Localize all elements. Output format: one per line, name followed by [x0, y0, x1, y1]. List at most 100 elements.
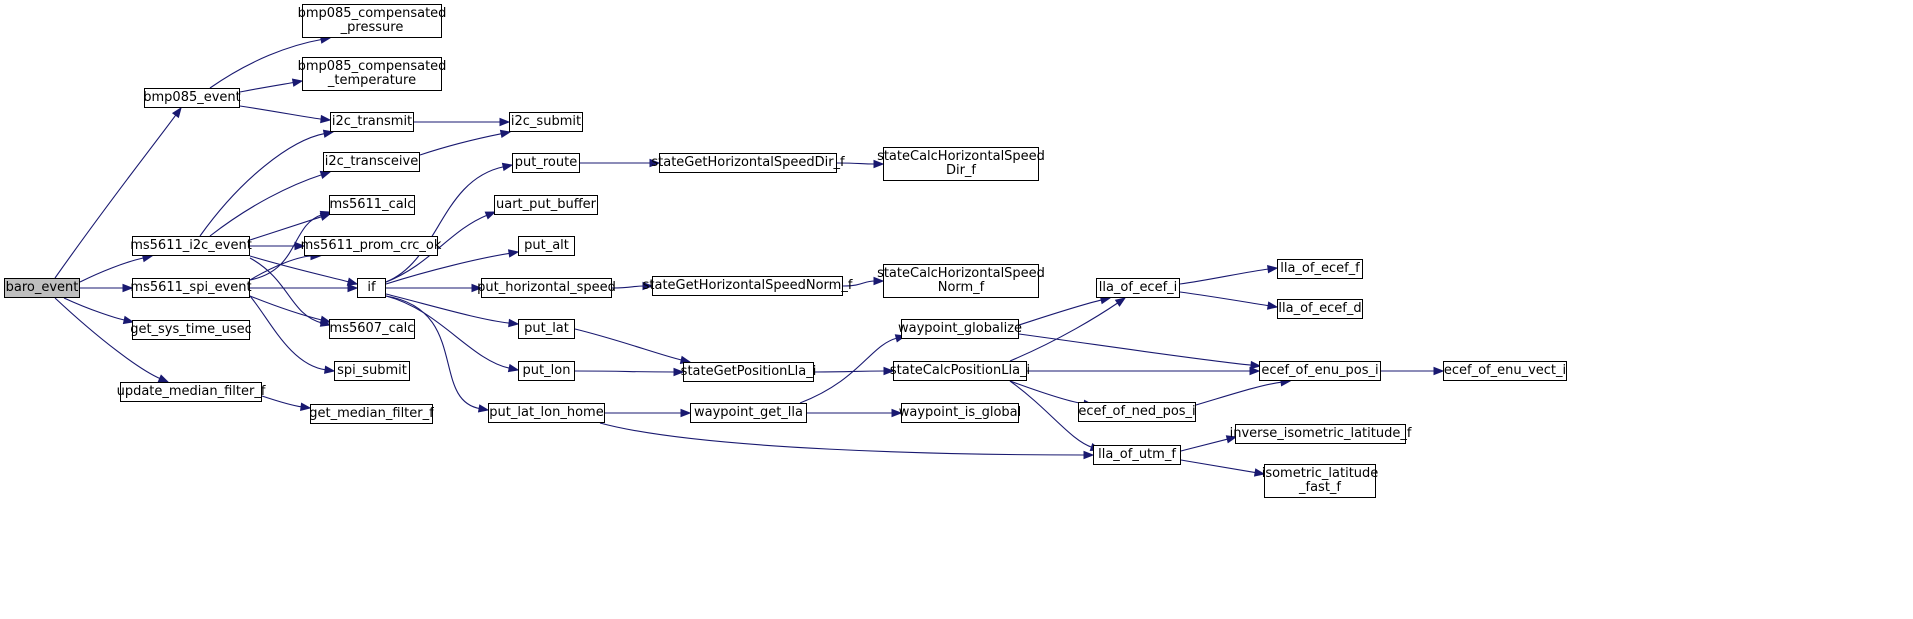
node-uart-put-buffer[interactable]: uart_put_buffer — [494, 195, 598, 215]
node-lla-of-ecef-f[interactable]: lla_of_ecef_f — [1277, 259, 1363, 279]
arrowhead-lla_of_utm_f-to-isometric_latitude_fast_f — [1253, 468, 1266, 477]
node-stateGetHorizontalSpeedNorm-f[interactable]: stateGetHorizontalSpeedNorm_f — [643, 276, 852, 296]
edge-lla_of_utm_f-to-isometric_latitude_fast_f — [1180, 459, 1257, 474]
node-stateCalcHorizontalSpeedNorm-f[interactable]: stateCalcHorizontalSpeed Norm_f — [877, 264, 1045, 298]
node-waypoint-globalize[interactable]: waypoint_globalize — [898, 319, 1022, 339]
arrowhead-put_route-to-stateGetHorizontalSpeedDir_f — [649, 158, 661, 168]
edge-if-to-put_alt — [385, 252, 511, 285]
edge-baro_event-to-get_sys_time_usec — [63, 297, 126, 321]
arrowhead-put_lat_lon_home-to-lla_of_utm_f — [1083, 450, 1095, 460]
node-i2c-transmit[interactable]: i2c_transmit — [330, 112, 414, 132]
arrowhead-i2c_transceive-to-i2c_submit — [499, 129, 512, 139]
node-stateGetHorizontalSpeedDir-f[interactable]: stateGetHorizontalSpeedDir_f — [651, 153, 845, 173]
edge-put_lat-to-stateGetPositionLla_i — [574, 328, 683, 361]
edge-i2c_transceive-to-i2c_submit — [419, 133, 503, 156]
node-baro-event[interactable]: baro_event — [4, 278, 80, 298]
node-waypoint-is-global[interactable]: waypoint_is_global — [899, 403, 1021, 423]
arrowhead-bmp085_event-to-i2c_transmit — [320, 114, 332, 124]
edge-put_horizontal_speed-to-stateGetHorizontalSpeedNorm_f — [611, 285, 645, 289]
edge-lla_of_ecef_i-to-lla_of_ecef_d — [1179, 291, 1270, 307]
node-inverse-isometric-latitude-f[interactable]: inverse_isometric_latitude_f — [1230, 424, 1411, 444]
arrowhead-if-to-put_lat — [508, 318, 520, 328]
arrowhead-put_lat_lon_home-to-waypoint_get_lla — [680, 408, 692, 418]
edge-bmp085_event-to-bmp085_compensated_temperature — [239, 81, 295, 93]
edge-ms5611_i2c_event-to-i2c_transmit — [199, 132, 326, 237]
node-put-alt[interactable]: put_alt — [518, 236, 575, 256]
edge-ms5611_spi_event-to-ms5607_calc — [249, 295, 323, 321]
node-stateCalcHorizontalSpeedDir-f[interactable]: stateCalcHorizontalSpeed Dir_f — [877, 147, 1045, 181]
node-waypoint-get-lla[interactable]: waypoint_get_lla — [690, 403, 807, 423]
node-get-sys-time-usec[interactable]: get_sys_time_usec — [130, 320, 252, 340]
arrowhead-baro_event-to-get_sys_time_usec — [122, 315, 135, 325]
node-ecef-of-enu-pos-i[interactable]: ecef_of_enu_pos_i — [1259, 361, 1381, 381]
node-spi-submit[interactable]: spi_submit — [334, 361, 410, 381]
arrowhead-ecef_of_enu_pos_i-to-ecef_of_enu_vect_i — [1433, 366, 1445, 376]
node-bmp085-compensated-pressure[interactable]: bmp085_compensated _pressure — [298, 4, 446, 38]
edge-if-to-put_lat_lon_home — [385, 295, 481, 410]
arrowhead-ms5611_i2c_event-to-i2c_transceive — [319, 170, 332, 179]
edge-baro_event-to-bmp085_event — [54, 114, 177, 279]
arrowhead-waypoint_get_lla-to-waypoint_is_global — [891, 408, 903, 418]
edge-stateGetHorizontalSpeedDir_f-to-stateCalcHorizontalSpeedDir_f — [836, 162, 876, 165]
edge-put_lat_lon_home-to-lla_of_utm_f — [599, 422, 1086, 456]
edge-lla_of_utm_f-to-inverse_isometric_latitude_f — [1180, 438, 1229, 452]
node-get-median-filter-f[interactable]: get_median_filter_f — [309, 404, 434, 424]
node-bmp085-compensated-temperature[interactable]: bmp085_compensated _temperature — [298, 57, 446, 91]
node-stateCalcPositionLla-i[interactable]: stateCalcPositionLla_i — [890, 361, 1030, 381]
node-put-lat-lon-home[interactable]: put_lat_lon_home — [488, 403, 605, 423]
node-stateGetPositionLla-i[interactable]: stateGetPositionLla_i — [681, 362, 816, 382]
node-ms5611-i2c-event[interactable]: ms5611_i2c_event — [130, 236, 252, 256]
edge-if-to-uart_put_buffer — [385, 214, 488, 283]
node-bmp085-event[interactable]: bmp085_event — [143, 88, 241, 108]
edge-if-to-put_lat — [385, 293, 511, 324]
edge-ms5611_i2c_event-to-if — [249, 255, 350, 283]
arrowhead-ms5611_i2c_event-to-ms5611_prom_crc_ok — [294, 241, 306, 251]
node-lla-of-ecef-i[interactable]: lla_of_ecef_i — [1096, 278, 1180, 298]
node-ms5611-prom-crc-ok[interactable]: ms5611_prom_crc_ok — [301, 236, 441, 256]
node-update-median-filter-f[interactable]: update_median_filter_f — [117, 382, 265, 402]
arrowhead-lla_of_utm_f-to-inverse_isometric_latitude_f — [1225, 435, 1238, 444]
edge-if-to-put_lon — [385, 295, 511, 369]
arrowhead-baro_event-to-bmp085_event — [171, 106, 182, 119]
node-put-route[interactable]: put_route — [512, 153, 580, 173]
arrowhead-if-to-put_horizontal_speed — [471, 283, 483, 293]
arrowhead-ms5611_spi_event-to-if — [347, 283, 359, 293]
node-put-lon[interactable]: put_lon — [518, 361, 575, 381]
node-if[interactable]: if — [357, 278, 386, 298]
node-i2c-submit[interactable]: i2c_submit — [509, 112, 583, 132]
arrowhead-put_lon-to-stateGetPositionLla_i — [673, 367, 685, 377]
edge-ms5611_spi_event-to-ms5611_prom_crc_ok — [249, 255, 313, 281]
arrowhead-stateCalcPositionLla_i-to-lla_of_ecef_i — [1114, 297, 1127, 307]
node-isometric-latitude-fast-f[interactable]: isometric_latitude _fast_f — [1262, 464, 1378, 498]
node-ms5611-calc[interactable]: ms5611_calc — [329, 195, 415, 215]
node-lla-of-utm-f[interactable]: lla_of_utm_f — [1093, 445, 1181, 465]
edge-stateGetHorizontalSpeedNorm_f-to-stateCalcHorizontalSpeedNorm_f — [842, 280, 876, 287]
arrowhead-bmp085_event-to-bmp085_compensated_temperature — [291, 78, 304, 87]
node-ms5607-calc[interactable]: ms5607_calc — [329, 319, 415, 339]
node-ms5611-spi-event[interactable]: ms5611_spi_event — [130, 278, 252, 298]
arrowhead-lla_of_ecef_i-to-lla_of_ecef_f — [1267, 264, 1279, 274]
node-i2c-transceive[interactable]: i2c_transceive — [323, 152, 420, 172]
node-lla-of-ecef-d[interactable]: lla_of_ecef_d — [1277, 299, 1363, 319]
edge-ms5611_i2c_event-to-ms5607_calc — [249, 257, 323, 324]
node-ecef-of-ned-pos-i[interactable]: ecef_of_ned_pos_i — [1078, 402, 1196, 422]
edge-baro_event-to-ms5611_i2c_event — [79, 257, 145, 283]
node-ecef-of-enu-vect-i[interactable]: ecef_of_enu_vect_i — [1443, 361, 1567, 381]
edge-stateCalcPositionLla_i-to-ecef_of_ned_pos_i — [1009, 380, 1086, 405]
edge-lla_of_ecef_i-to-lla_of_ecef_f — [1179, 268, 1270, 285]
edge-waypoint_globalize-to-ecef_of_enu_pos_i — [1018, 333, 1253, 366]
edge-ms5611_spi_event-to-spi_submit — [249, 295, 327, 371]
edge-put_lon-to-stateGetPositionLla_i — [574, 370, 676, 373]
arrowhead-baro_event-to-ms5611_spi_event — [122, 283, 134, 293]
edge-ms5611_i2c_event-to-i2c_transceive — [209, 173, 323, 237]
node-put-lat[interactable]: put_lat — [518, 319, 575, 339]
edge-baro_event-to-update_median_filter_f — [54, 297, 161, 380]
edge-ms5611_spi_event-to-ms5611_calc — [249, 213, 323, 281]
edge-stateCalcPositionLla_i-to-lla_of_ecef_i — [1009, 302, 1119, 362]
arrowhead-if-to-put_route — [501, 162, 514, 172]
arrowhead-stateGetPositionLla_i-to-stateCalcPositionLla_i — [883, 366, 895, 376]
edge-update_median_filter_f-to-get_median_filter_f — [261, 395, 303, 408]
arrowhead-ms5611_i2c_event-to-if — [346, 277, 359, 286]
node-put-horizontal-speed[interactable]: put_horizontal_speed — [477, 278, 616, 298]
edge-stateGetPositionLla_i-to-stateCalcPositionLla_i — [813, 370, 886, 373]
